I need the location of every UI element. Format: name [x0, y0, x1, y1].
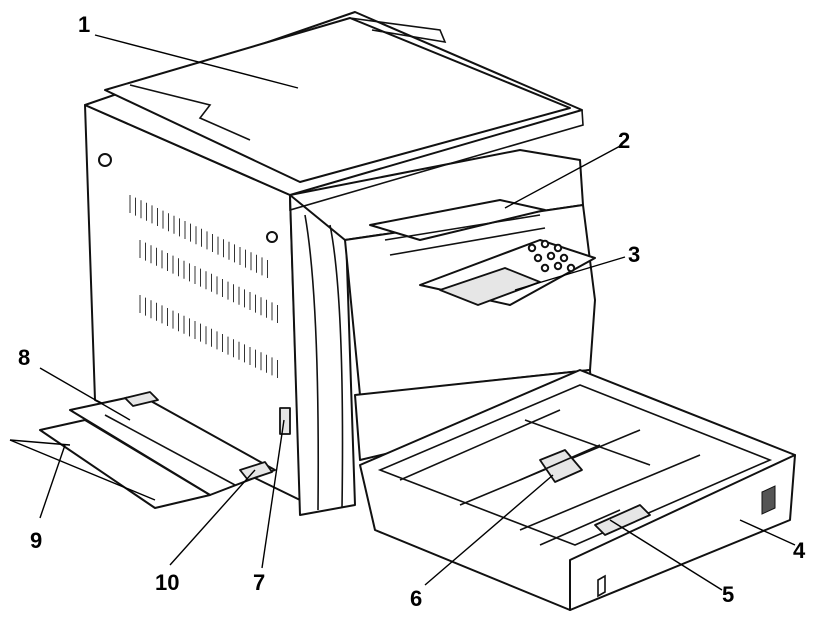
callout-5: 5	[722, 582, 734, 607]
callout-7: 7	[253, 570, 265, 595]
panel-keys	[527, 239, 576, 273]
paper-length-guide	[539, 504, 651, 546]
callout-9: 9	[30, 528, 42, 553]
paper-cassette	[359, 369, 796, 611]
callout-8: 8	[18, 345, 30, 370]
callout-1: 1	[78, 12, 90, 37]
callout-4: 4	[793, 538, 806, 563]
leader-lines	[9, 34, 796, 591]
callout-2: 2	[618, 128, 630, 153]
main-power-switch	[279, 407, 291, 435]
paper-width-guide	[519, 419, 651, 483]
document-cover	[84, 11, 584, 212]
callout-6: 6	[410, 586, 422, 611]
multi-bypass-tray	[39, 391, 276, 509]
callout-3: 3	[628, 242, 640, 267]
output-tray	[369, 199, 546, 256]
callout-10: 10	[155, 570, 179, 595]
callout-labels: 1 2 3 4 5 6 7 8 9 10	[18, 12, 806, 611]
side-vents	[129, 195, 278, 378]
operation-panel	[419, 239, 596, 306]
